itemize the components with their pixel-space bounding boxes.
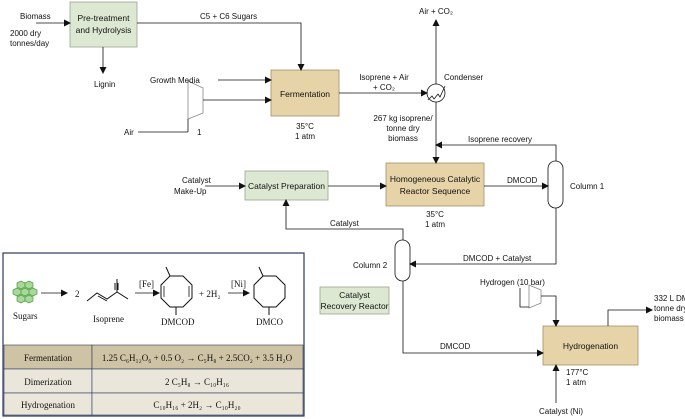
- column-1: [547, 160, 564, 209]
- row-fermentation-eq: 1.25 C₆H₁₂O₆ + 0.5 O₂ → C₅H₈ + 2.5CO₂ + …: [102, 353, 293, 363]
- catalyst-recycle-label: Catalyst: [330, 219, 360, 228]
- catalyst-prep-box: [244, 170, 329, 201]
- row-fermentation-eq-bg: [91, 344, 304, 370]
- dmcod-methyl-1: [165, 266, 171, 277]
- column-2-label: Column 2: [353, 261, 388, 270]
- dmcod-structure: [160, 275, 193, 308]
- row-hydrogenation-name: Hydrogenation: [21, 400, 75, 410]
- reaction-row: Dimerization 2 C₅H₈ → C₁₀H₁₆: [3, 368, 304, 394]
- row-hydrogenation-eq: C₁₀H₁₆ + 2H₂ → C₁₀H₂₀: [153, 400, 240, 410]
- isoprene-yield-1: 267 kg isoprene/: [373, 114, 433, 123]
- pretreatment-label-2: and Hydrolysis: [76, 25, 132, 35]
- column-1-label: Column 1: [570, 182, 605, 191]
- catalyst-makeup-label-2: Make-Up: [174, 187, 207, 196]
- pretreatment-box: [69, 1, 138, 48]
- reactor-pressure: 1 atm: [425, 220, 445, 229]
- recovery-reactor-label-1: Catalyst: [339, 290, 370, 300]
- row-dimerization-name: Dimerization: [24, 377, 72, 387]
- air-label: Air: [124, 128, 134, 137]
- biomass-label: Biomass: [20, 12, 51, 21]
- reactor-temp: 35°C: [426, 210, 444, 219]
- compressor-1-shape: [187, 80, 204, 120]
- hydrogenation-label: Hydrogenation: [563, 341, 619, 351]
- row-dimerization-eq: 2 C₅H₈ → C₁₀H₁₆: [165, 377, 229, 387]
- catalyst-ni-label: Catalyst (Ni): [539, 407, 583, 416]
- pretreatment-label-1: Pre-treatment: [78, 13, 131, 23]
- catalyst-prep-label: Catalyst Preparation: [248, 181, 325, 191]
- hydrogen-stream: [519, 288, 529, 308]
- reactor-label-2: Reactor Sequence: [400, 186, 471, 196]
- isoprene-text: Isoprene: [93, 314, 124, 324]
- isoprene-yield-2: tonne dry: [386, 124, 419, 133]
- dmcod-catalyst-stream: [409, 208, 557, 268]
- dmco-yield-1: 332 L DMCO/: [654, 294, 685, 303]
- hydrogenation-pressure: 1 atm: [566, 378, 586, 387]
- column-2: [394, 239, 411, 282]
- dmco-text: DMCO: [256, 317, 284, 327]
- air-co2-label: Air + CO₂: [419, 7, 453, 16]
- scheme-coeff: 2: [75, 289, 80, 299]
- fermentation-box: [270, 69, 340, 117]
- condenser-label: Condenser: [444, 73, 483, 82]
- isoprene-air-label-2: + CO₂: [373, 83, 395, 92]
- compressor-2-shape: [528, 284, 542, 309]
- isoprene-recovery-stream: [435, 141, 557, 161]
- isoprene-structure: [86, 279, 129, 302]
- dmcod-label-2: DMCOD: [440, 342, 470, 351]
- dmco-structure: [253, 275, 286, 308]
- isoprene-air-label-1: Isoprene + Air: [359, 73, 409, 82]
- hydrogenation-temp: 177°C: [566, 368, 589, 377]
- hydrogen-label: Hydrogen (10 bar): [480, 278, 545, 287]
- reaction-row: Hydrogenation C₁₀H₁₆ + 2H₂ → C₁₀H₂₀: [3, 392, 304, 416]
- row-dimerization-eq-bg: [91, 368, 304, 394]
- biomass-amount-1: 2000 dry: [10, 29, 41, 38]
- fe-text: [Fe]: [139, 279, 154, 289]
- dmco-methyl-1: [258, 266, 264, 277]
- hydrogen-feed-stream: [541, 295, 560, 327]
- hydrogenation-box: [542, 325, 639, 366]
- condenser-shape: [426, 83, 446, 103]
- growth-media-label: Growth Media: [150, 76, 200, 85]
- dmcod-catalyst-label: DMCOD + Catalyst: [463, 254, 532, 263]
- isoprene-yield-3: biomass: [388, 134, 418, 143]
- dmco-product-stream: [607, 306, 653, 326]
- sugars-text: Sugars: [13, 311, 38, 321]
- catalyst-recycle-stream: [282, 199, 404, 240]
- fermentation-label: Fermentation: [280, 89, 330, 99]
- condenser-coil: [427, 85, 446, 101]
- biomass-amount-2: tonnes/day: [10, 39, 49, 48]
- dmcod-stream-2: [402, 281, 544, 357]
- reactor-box: [385, 162, 485, 207]
- row-dimerization-name-bg: [3, 368, 93, 394]
- sugars-label: C5 + C6 Sugars: [200, 12, 257, 21]
- sugars-stream: [137, 22, 305, 71]
- dmco-yield-2: tonne dry: [654, 304, 685, 313]
- dmcod-text: DMCOD: [161, 317, 195, 327]
- ni-text: [Ni]: [231, 279, 246, 289]
- isoprene-recovery-label: Isoprene recovery: [468, 135, 532, 144]
- dmcod-label-1: DMCOD: [507, 176, 537, 185]
- row-fermentation-name-bg: [3, 344, 93, 370]
- catalyst-makeup-label-1: Catalyst: [182, 176, 212, 185]
- recovery-reactor-label-2: Recovery Reactor: [320, 301, 388, 311]
- dmco-yield-3: biomass: [654, 314, 684, 323]
- reactor-label-1: Homogeneous Catalytic: [390, 174, 481, 184]
- compressor-1-label: 1: [197, 128, 202, 137]
- recovery-reactor-box: [319, 286, 390, 315]
- lignin-label: Lignin: [94, 80, 115, 89]
- sugars-icon: [12, 280, 38, 304]
- plus-2h2-text: + 2H₂: [199, 289, 220, 299]
- fermentation-temp: 35°C: [296, 122, 314, 131]
- fermentation-pressure: 1 atm: [295, 132, 315, 141]
- row-hydrogenation-eq-bg: [91, 392, 304, 416]
- reaction-row: Fermentation 1.25 C₆H₁₂O₆ + 0.5 O₂ → C₅H…: [3, 344, 304, 370]
- row-fermentation-name: Fermentation: [24, 353, 72, 363]
